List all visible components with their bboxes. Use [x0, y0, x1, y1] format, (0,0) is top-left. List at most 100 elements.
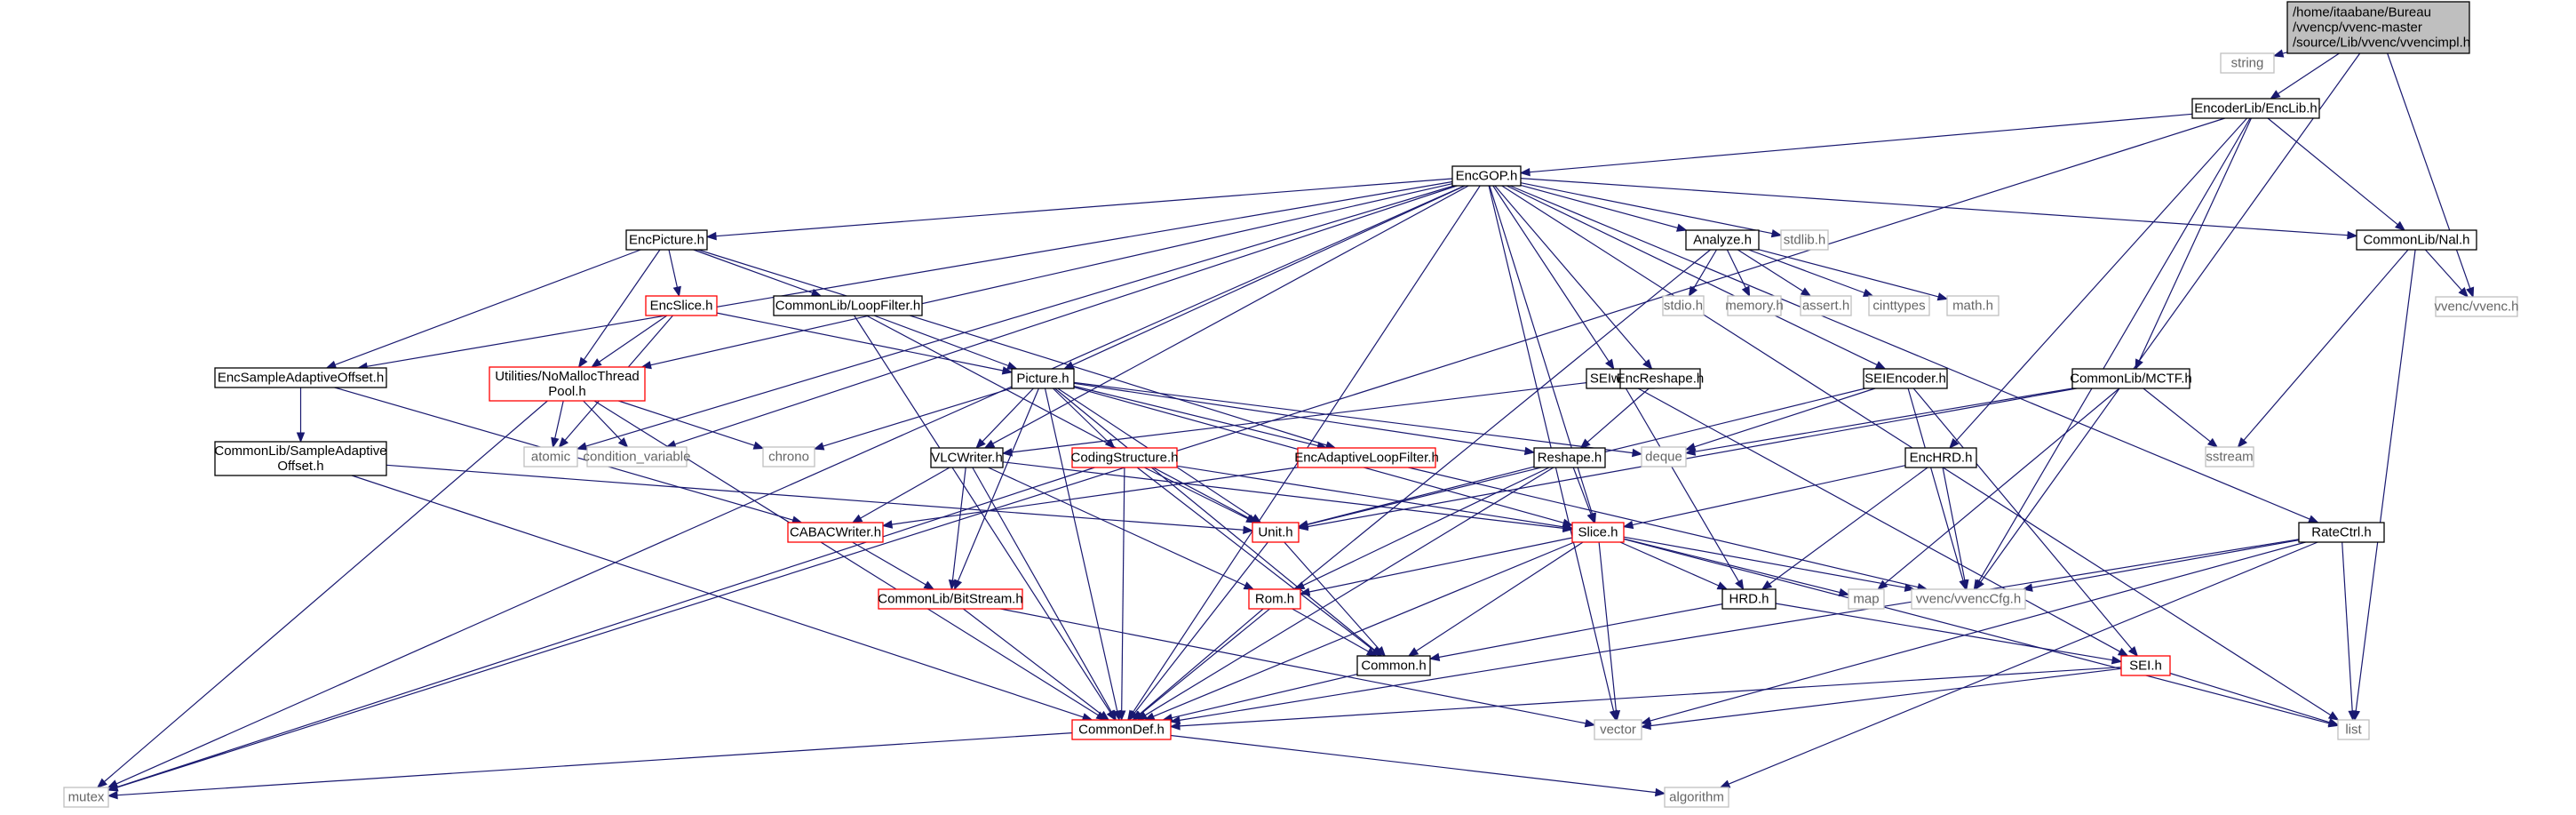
edge-line: [972, 467, 1112, 713]
node-box: [586, 446, 688, 467]
edge-line: [1302, 467, 1550, 587]
edge-line: [1002, 461, 1564, 529]
arrowhead-icon: [2117, 647, 2129, 657]
edge-line: [618, 400, 755, 446]
node-sei[interactable]: SEI.h: [2120, 655, 2171, 676]
edge-ratectrl-to-vvenccfg: [2022, 539, 2300, 592]
arrowhead-icon: [2466, 286, 2475, 299]
edge-commondef-to-algorithm: [1170, 734, 1666, 797]
edge-line: [982, 388, 1034, 443]
edge-line: [1912, 388, 2133, 650]
node-label: chrono: [768, 450, 809, 465]
node-rom[interactable]: Rom.h: [1248, 588, 1301, 610]
edge-line: [1520, 178, 2349, 236]
arrowhead-icon: [1001, 448, 1013, 457]
node-hrd[interactable]: HRD.h: [1721, 588, 1777, 610]
node-label: CommonLib/Nal.h: [2363, 233, 2469, 248]
edge-line: [1529, 113, 2193, 173]
node-unit[interactable]: Unit.h: [1252, 522, 1300, 543]
node-enclib[interactable]: EncoderLib/EncLib.h: [2191, 98, 2320, 119]
edge-vlcwriter-to-bitstream: [948, 467, 966, 591]
node-label: EncHRD.h: [1910, 451, 1973, 466]
arrowhead-icon: [705, 231, 717, 241]
arrowhead-icon: [2111, 655, 2123, 665]
edge-line: [1907, 388, 1964, 581]
node-picture[interactable]: Picture.h: [1011, 368, 1075, 389]
edge-nomalloc-to-atomic: [551, 400, 564, 449]
node-label: list: [2345, 723, 2362, 738]
node-vlcwriter[interactable]: VLCWriter.h: [930, 447, 1004, 468]
edge-mctf-to-deque: [1684, 388, 2073, 456]
edge-enclib-to-vvenccfg: [1973, 117, 2251, 591]
edge-rom-to-commondef: [1132, 608, 1264, 721]
node-loopfilter[interactable]: CommonLib/LoopFilter.h: [773, 295, 923, 316]
node-label: vector: [1600, 723, 1636, 738]
node-label: /home/itaabane/Bureau: [2293, 5, 2431, 20]
edge-slice-to-common: [1407, 541, 1584, 657]
edge-encslice-to-nomalloc: [591, 315, 668, 368]
arrowhead-icon: [1407, 647, 1419, 657]
node-codingstructure[interactable]: CodingStructure.h: [1071, 447, 1179, 468]
node-label: EncGOP.h: [1456, 169, 1518, 184]
edge-encgop-to-commonnal: [1520, 178, 2358, 240]
edge-encgop-to-stdlib: [1520, 182, 1783, 238]
arrowhead-icon: [1169, 722, 1181, 731]
node-commondef[interactable]: CommonDef.h: [1071, 719, 1172, 740]
edge-seiencoder-to-sei: [1912, 388, 2139, 658]
node-encreshape[interactable]: EncReshape.h: [1617, 368, 1704, 389]
arrowhead-icon: [2237, 436, 2247, 449]
node-enchrd[interactable]: EncHRD.h: [1904, 447, 1977, 468]
node-common[interactable]: Common.h: [1356, 655, 1431, 676]
node-label: EncPicture.h: [629, 233, 704, 248]
node-box: [2356, 229, 2477, 251]
node-box: [1571, 522, 1625, 543]
node-box: [1664, 787, 1729, 808]
edge-line: [1637, 388, 2120, 652]
node-commonnal[interactable]: CommonLib/Nal.h: [2356, 229, 2477, 251]
node-box: [1868, 295, 1930, 316]
node-cabacwriter[interactable]: CABACWriter.h: [787, 522, 884, 543]
node-encpicture[interactable]: EncPicture.h: [625, 229, 708, 251]
node-encslice[interactable]: EncSlice.h: [645, 295, 718, 316]
node-analyze[interactable]: Analyze.h: [1685, 229, 1760, 251]
edge-encpicture-to-encslice: [668, 249, 681, 298]
arrowhead-icon: [2135, 358, 2143, 371]
edge-line: [852, 541, 926, 586]
node-ratectrl[interactable]: RateCtrl.h: [2298, 522, 2385, 543]
node-vvenccfg: vvenc/vvencCfg.h: [1911, 588, 2026, 610]
node-encsao[interactable]: EncSampleAdaptiveOffset.h: [214, 367, 387, 388]
edge-line: [2138, 117, 2252, 362]
edge-line: [1572, 467, 1592, 515]
arrowhead-icon: [1299, 587, 1311, 596]
node-root[interactable]: /home/itaabane/Bureau/vvencp/vvenc-maste…: [2286, 1, 2470, 54]
edge-line: [951, 467, 966, 581]
node-slice[interactable]: Slice.h: [1571, 522, 1625, 543]
edge-analyze-to-math: [1758, 249, 1949, 301]
node-label: CommonLib/MCTF.h: [2070, 372, 2192, 387]
node-mctf[interactable]: CommonLib/MCTF.h: [2070, 368, 2192, 389]
edge-vlcwriter-to-commondef: [972, 467, 1117, 722]
edge-line: [554, 400, 564, 439]
arrowhead-icon: [1684, 447, 1697, 456]
node-seiencoder[interactable]: SEIEncoder.h: [1863, 368, 1948, 389]
node-label: Offset.h: [277, 459, 323, 474]
arrowhead-icon: [1632, 448, 1643, 458]
edge-encgop-to-vlcwriter: [983, 185, 1469, 449]
node-box: [1071, 447, 1178, 468]
edge-encgop-to-encreshape: [1494, 185, 1653, 371]
node-encgop[interactable]: EncGOP.h: [1451, 165, 1522, 187]
arrowhead-icon: [1586, 512, 1595, 524]
node-bitstream[interactable]: CommonLib/BitStream.h: [878, 588, 1023, 610]
node-encalf[interactable]: EncAdaptiveLoopFilter.h: [1294, 447, 1439, 468]
node-commonsao[interactable]: CommonLib/SampleAdaptiveOffset.h: [214, 441, 387, 476]
edge-line: [1650, 667, 2122, 727]
edge-line: [1171, 674, 1358, 719]
edge-line: [873, 315, 1009, 367]
edge-encgop-to-seiencoder: [1506, 185, 1887, 370]
node-label: CommonLib/BitStream.h: [878, 592, 1022, 607]
node-box: [1662, 295, 1705, 316]
edge-line: [1071, 185, 1466, 366]
node-reshape[interactable]: Reshape.h: [1533, 447, 1606, 468]
edge-enchrd-to-vvenccfg: [1942, 467, 1969, 591]
